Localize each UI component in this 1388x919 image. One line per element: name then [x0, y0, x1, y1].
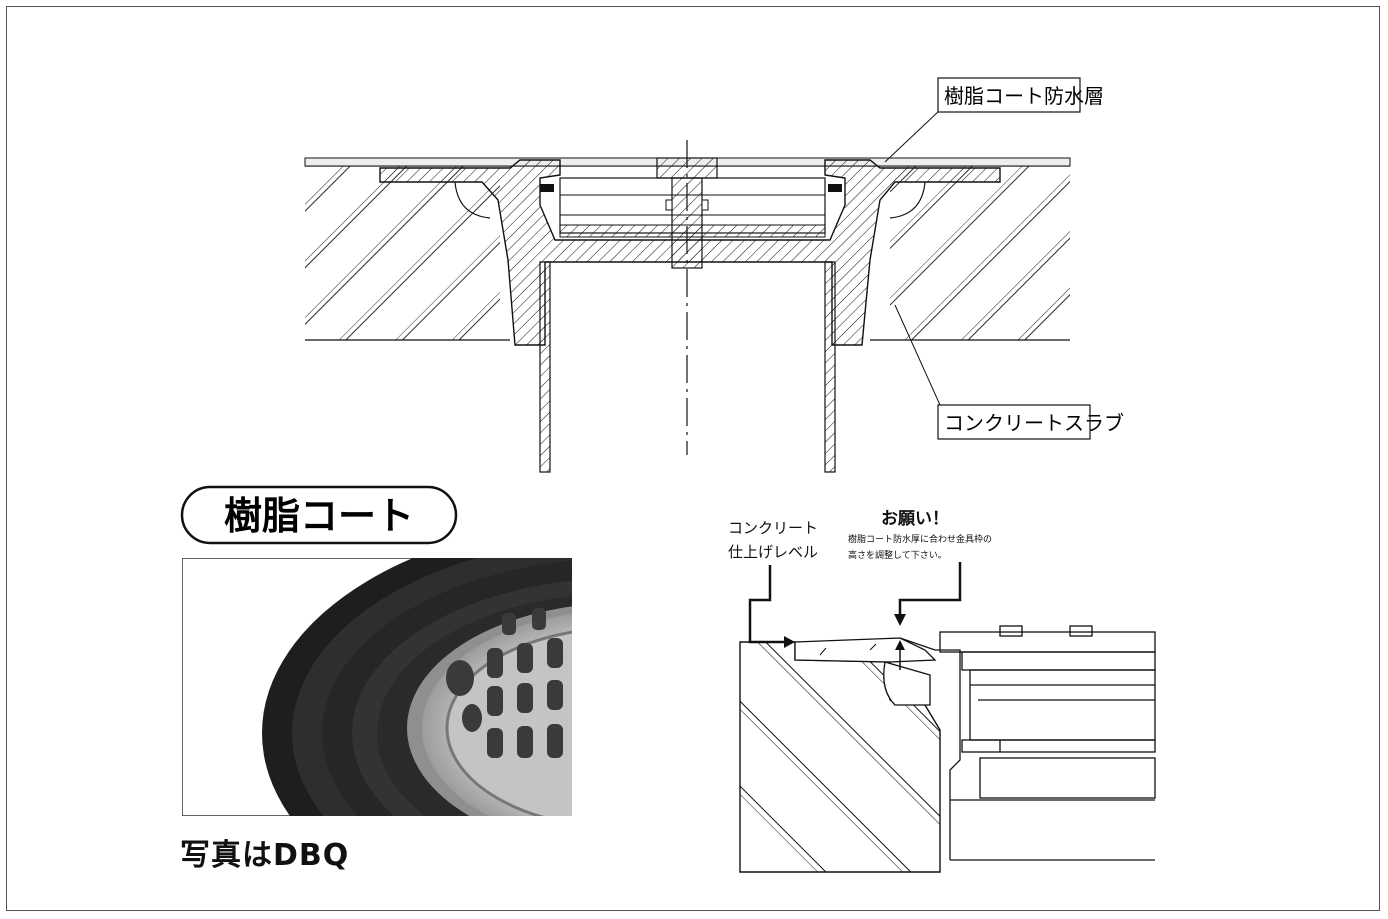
detail-frame	[899, 625, 1156, 861]
request-line2: 高さを調整して下さい。	[848, 549, 947, 561]
leader-resin-coat	[884, 109, 1000, 163]
arrow-resin-thickness	[894, 562, 962, 670]
page-frame	[6, 6, 1380, 911]
drain-pipe	[539, 261, 836, 473]
request-title: お願い！	[881, 509, 949, 529]
resin-coat-title: 樹脂コート	[224, 494, 414, 538]
detail-resin-layer	[794, 637, 937, 663]
detail-drawing: コンクリート 仕上げレベル お願い！ 樹脂コート防水厚に合わせ金具枠の 高さを調…	[728, 509, 1156, 873]
request-line1: 樹脂コート防水厚に合わせ金具枠の	[848, 533, 992, 545]
resin-coat-pill: 樹脂コート	[180, 485, 458, 545]
concrete-finish-line1: コンクリート	[728, 519, 818, 537]
resin-coat-layer-text: 樹脂コート防水層	[944, 84, 1104, 108]
arrow-concrete-finish	[748, 565, 795, 648]
photo-caption: 写真はDBQ	[180, 838, 350, 873]
label-resin-coat-layer: 樹脂コート防水層	[937, 77, 1104, 113]
concrete-finish-line2: 仕上げレベル	[728, 543, 818, 561]
label-concrete-slab: コンクリートスラブ	[937, 404, 1124, 440]
concrete-slab-text: コンクリートスラブ	[944, 411, 1124, 435]
section-drawing: 樹脂コート防水層 コンクリートスラブ	[304, 77, 1124, 473]
drain-grate-photo	[182, 558, 572, 816]
